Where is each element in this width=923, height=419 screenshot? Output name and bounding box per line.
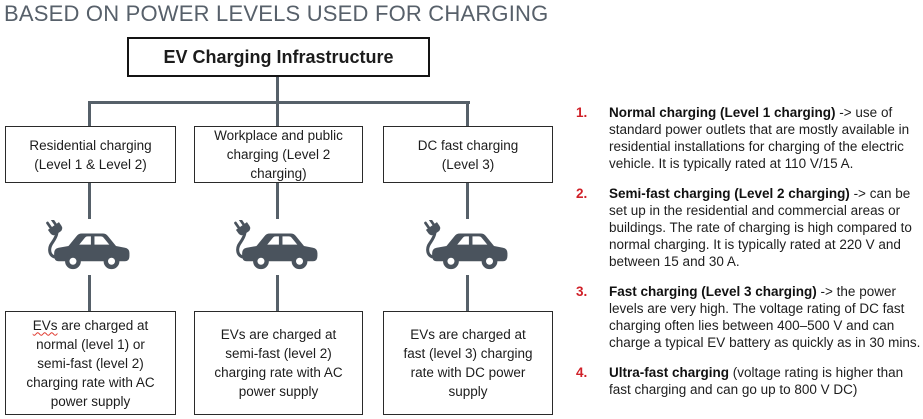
list-item-body: -> the power levels are very high. The v… xyxy=(609,284,921,350)
connector-col3-mid xyxy=(466,183,469,219)
connector-col1-bottom xyxy=(88,275,91,312)
list-item-heading: Fast charging (Level 3 charging) xyxy=(609,284,817,299)
list-item: 2. Semi-fast charging (Level 2 charging)… xyxy=(576,185,923,270)
list-item-heading: Semi-fast charging (Level 2 charging) xyxy=(609,186,850,201)
desc-box-dc-fast: EVs are charged at fast (level 3) chargi… xyxy=(383,311,553,415)
desc-box-workplace-public: EVs are charged at semi-fast (level 2) c… xyxy=(194,311,363,415)
type-box-residential-label: Residential charging (Level 1 & Level 2) xyxy=(29,137,152,172)
list-item-text: Normal charging (Level 1 charging) -> us… xyxy=(609,104,921,172)
desc-box-residential-rest: are charged at normal (level 1) or semi-… xyxy=(26,317,155,409)
connector-col1-top xyxy=(88,101,91,127)
list-item-number: 3. xyxy=(576,284,588,299)
list-item-number: 4. xyxy=(576,365,588,380)
connector-col3-top xyxy=(466,101,469,127)
desc-box-dc-fast-label: EVs are charged at fast (level 3) chargi… xyxy=(403,327,533,399)
ev-car-with-plug-icon xyxy=(234,220,318,270)
list-item-heading: Ultra-fast charging xyxy=(609,365,730,380)
page-title: BASED ON POWER LEVELS USED FOR CHARGING xyxy=(4,1,549,26)
list-item: 4. Ultra-fast charging (voltage rating i… xyxy=(576,364,923,398)
list-item: 3. Fast charging (Level 3 charging) -> t… xyxy=(576,283,923,351)
charging-levels-list: 1. Normal charging (Level 1 charging) ->… xyxy=(576,104,923,411)
misspelled-word: EVs xyxy=(32,317,58,333)
connector-col3-bottom xyxy=(466,275,469,312)
type-box-dc-fast-label: DC fast charging (Level 3) xyxy=(417,137,519,172)
desc-box-residential: EVs are charged at normal (level 1) or s… xyxy=(5,311,176,415)
list-item-heading: Normal charging (Level 1 charging) xyxy=(609,105,836,120)
type-box-dc-fast: DC fast charging (Level 3) xyxy=(383,126,553,183)
connector-horizontal-rail xyxy=(88,101,470,104)
list-item-number: 2. xyxy=(576,186,588,201)
desc-box-residential-label: EVs are charged at normal (level 1) or s… xyxy=(26,316,154,411)
root-box: EV Charging Infrastructure xyxy=(127,37,430,77)
connector-col2-top xyxy=(276,101,279,127)
connector-col2-bottom xyxy=(276,275,279,312)
list-item-body: -> can be set up in the residential and … xyxy=(609,186,912,269)
desc-box-workplace-public-label: EVs are charged at semi-fast (level 2) c… xyxy=(214,327,343,399)
list-item-text: Semi-fast charging (Level 2 charging) ->… xyxy=(609,185,921,270)
connector-col2-mid xyxy=(276,183,279,219)
connector-trunk xyxy=(276,77,279,103)
root-box-label: EV Charging Infrastructure xyxy=(163,46,394,67)
list-item: 1. Normal charging (Level 1 charging) ->… xyxy=(576,104,923,172)
connector-col1-mid xyxy=(88,183,91,219)
ev-car-with-plug-icon xyxy=(46,220,130,270)
list-item-text: Fast charging (Level 3 charging) -> the … xyxy=(609,283,921,351)
list-item-body: -> use of standard power outlets that ar… xyxy=(609,105,910,171)
type-box-workplace-public-label: Workplace and public charging (Level 2 c… xyxy=(214,128,343,181)
list-item-body: (voltage rating is higher than fast char… xyxy=(609,365,904,397)
list-item-text: Ultra-fast charging (voltage rating is h… xyxy=(609,364,921,398)
type-box-residential: Residential charging (Level 1 & Level 2) xyxy=(5,126,176,183)
list-item-number: 1. xyxy=(576,105,588,120)
ev-car-with-plug-icon xyxy=(424,220,508,270)
type-box-workplace-public: Workplace and public charging (Level 2 c… xyxy=(194,126,363,183)
